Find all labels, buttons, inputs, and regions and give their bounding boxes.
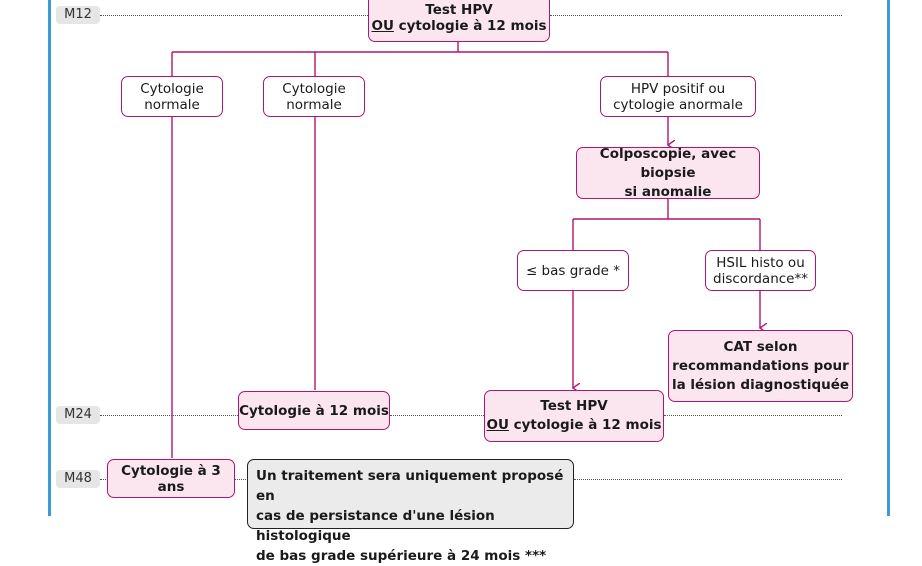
cytologie-normale-1-line2: normale — [144, 96, 200, 113]
hsil-box: HSIL histo ou discordance** — [705, 250, 816, 291]
cytologie-normale-2-line2: normale — [286, 96, 342, 113]
cat-line2: recommandations pour — [672, 357, 849, 374]
note-line3: de bas grade supérieure à 24 mois *** — [256, 548, 547, 564]
traitement-note-box: Un traitement sera uniquement proposé en… — [247, 459, 574, 564]
colposcopie-box: Colposcopie, avec biopsie si anomalie — [576, 145, 760, 200]
cytologie-12-mois-box: Cytologie à 12 mois — [238, 391, 390, 430]
test-hpv-m24-box: Test HPV OU cytologie à 12 mois — [484, 390, 664, 442]
connector-lines — [171, 42, 922, 458]
test-hpv-m24-line2-text: cytologie à 12 mois — [508, 417, 662, 433]
m48-dotted-line-right — [574, 479, 842, 480]
hpv-positif-line2: cytologie anormale — [613, 96, 743, 113]
hpv-positif-line1: HPV positif ou — [630, 80, 726, 97]
hsil-line2: discordance** — [713, 270, 808, 287]
cytologie-12-mois-text: Cytologie à 12 mois — [239, 402, 389, 419]
bas-grade-box: ≤ bas grade * — [517, 250, 629, 291]
frame-right-border — [887, 0, 890, 516]
m12-dotted-line-right — [550, 15, 842, 16]
test-hpv-top-line2: OU cytologie à 12 mois — [371, 18, 546, 34]
milestone-m48: M48 — [56, 470, 100, 488]
test-hpv-m24-line2: OU cytologie à 12 mois — [486, 416, 661, 435]
m24-dotted-line — [100, 415, 238, 416]
m24-dotted-line-right — [664, 415, 842, 416]
cytologie-normale-box-2: Cytologie normale — [263, 76, 365, 117]
cat-line3: la lésion diagnostiquée — [671, 376, 850, 393]
milestone-m24: M24 — [56, 406, 100, 424]
frame-left-border — [48, 0, 51, 516]
m24-dotted-line-mid — [390, 415, 484, 416]
test-hpv-m24-line1: Test HPV — [540, 398, 608, 414]
test-hpv-top-line1: Test HPV — [425, 2, 493, 18]
hsil-line1: HSIL histo ou — [716, 254, 805, 271]
ou-label: OU — [371, 18, 394, 34]
note-line2: cas de persistance d'une lésion histolog… — [256, 508, 495, 544]
m48-dotted-line-mid — [234, 479, 248, 480]
cytologie-normale-box-1: Cytologie normale — [121, 76, 223, 117]
colposcopie-line2: si anomalie — [624, 183, 712, 200]
cat-line1: CAT selon — [723, 338, 798, 355]
test-hpv-top-box: Test HPV OU cytologie à 12 mois — [368, 0, 550, 42]
cat-recommandations-box: CAT selon recommandations pour la lésion… — [668, 330, 853, 402]
m12-dotted-line — [100, 15, 368, 16]
hpv-positif-box: HPV positif ou cytologie anormale — [600, 76, 756, 117]
bas-grade-text: ≤ bas grade * — [525, 262, 621, 279]
milestone-m12: M12 — [56, 6, 100, 24]
ou-label-m24: OU — [486, 417, 509, 433]
m48-dotted-line — [100, 479, 108, 480]
colposcopie-line1: Colposcopie, avec biopsie — [599, 145, 737, 181]
cytologie-normale-2-line1: Cytologie — [282, 80, 346, 97]
cytologie-3-ans-text: Cytologie à 3 ans — [121, 462, 221, 495]
cytologie-normale-1-line1: Cytologie — [140, 80, 204, 97]
note-line1: Un traitement sera uniquement proposé en — [256, 468, 564, 504]
test-hpv-top-line2-text: cytologie à 12 mois — [393, 18, 547, 34]
cytologie-3-ans-box: Cytologie à 3 ans — [107, 459, 235, 498]
